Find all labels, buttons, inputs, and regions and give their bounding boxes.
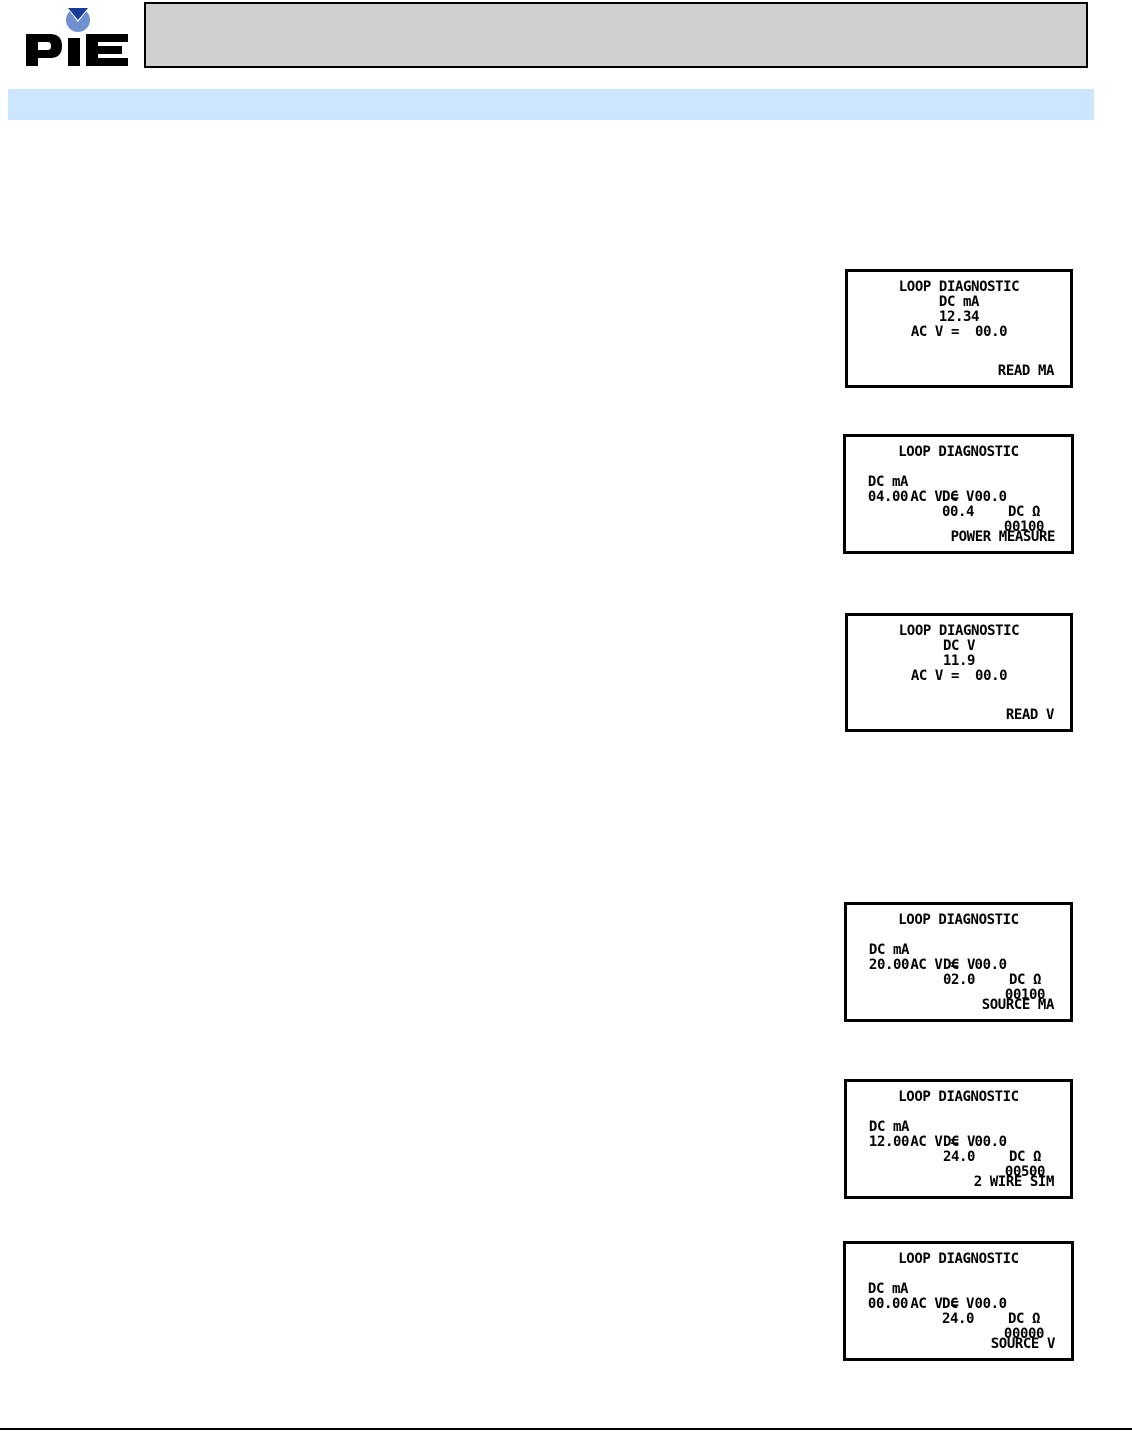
lcd-header-dc-ma: DC mA [867, 1281, 909, 1297]
lcd-mode: POWER MEASURE [950, 529, 1056, 545]
lcd-acv: AC V = 00.0 [910, 489, 1007, 505]
lcd-acv: AC V = 00.0 [910, 324, 1008, 340]
lcd-title: LOOP DIAGNOSTIC [898, 444, 1019, 460]
lcd-unit-label: DC mA [938, 294, 980, 310]
lcd-column-headers: DC mA DC V DC Ω [847, 928, 1070, 1003]
lcd-acv: AC V = 00.0 [910, 1134, 1007, 1150]
lcd-reading: 11.9 [942, 653, 976, 669]
logo-letter-p [26, 34, 62, 66]
lcd-title: LOOP DIAGNOSTIC [898, 912, 1019, 928]
lcd-header-dc-ohm: DC Ω [1007, 504, 1041, 520]
lcd-value-dc-ma: 00.00 [867, 1296, 909, 1312]
lcd-header-dc-ohm: DC Ω [1007, 1311, 1041, 1327]
lcd-column-values: 00.00 24.0 00000 [846, 1282, 1071, 1357]
lcd-header-dc-ma: DC mA [867, 474, 909, 490]
lcd-acv: AC V = 00.0 [910, 957, 1007, 973]
lcd-value-dc-v: 02.0 [942, 972, 976, 988]
lcd-header-dc-v: DC V [942, 1134, 976, 1150]
lcd-value-dc-ma: 20.00 [868, 957, 910, 973]
lcd-header-dc-ma: DC mA [868, 1119, 910, 1135]
lcd-screen-source-ma: LOOP DIAGNOSTIC DC mA DC V DC Ω 20.00 02… [844, 902, 1073, 1022]
lcd-acv: AC V = 00.0 [910, 668, 1008, 684]
lcd-value-dc-ma: 04.00 [867, 489, 909, 505]
lcd-mode: 2 WIRE SIM [973, 1174, 1055, 1190]
footer-rule [0, 1428, 1132, 1430]
lcd-title: LOOP DIAGNOSTIC [898, 1251, 1019, 1267]
lcd-value-dc-ohm: 00100 [1003, 519, 1045, 535]
pie-logo [22, 4, 132, 68]
lcd-value-dc-ohm: 00000 [1003, 1326, 1045, 1342]
logo-letter-e [86, 34, 128, 66]
lcd-reading: 12.34 [938, 309, 980, 325]
lcd-title: LOOP DIAGNOSTIC [898, 1089, 1019, 1105]
lcd-value-dc-v: 00.4 [941, 504, 975, 520]
lcd-mode: READ MA [997, 363, 1055, 379]
lcd-column-values: 12.00 24.0 00500 [847, 1120, 1070, 1195]
lcd-mode: SOURCE V [990, 1336, 1056, 1352]
logo-dot-top [68, 8, 88, 20]
lcd-acv: AC V = 00.0 [910, 1296, 1007, 1312]
lcd-mode: SOURCE MA [981, 997, 1055, 1013]
lcd-value-dc-v: 24.0 [941, 1311, 975, 1327]
lcd-value-dc-ohm: 00100 [1004, 987, 1046, 1003]
lcd-column-values: 04.00 00.4 00100 [846, 475, 1071, 550]
lcd-header-dc-v: DC V [941, 1296, 975, 1312]
lcd-title: LOOP DIAGNOSTIC [898, 279, 1020, 295]
lcd-header-dc-v: DC V [942, 957, 976, 973]
lcd-value-dc-ma: 12.00 [868, 1134, 910, 1150]
section-heading-band [8, 89, 1094, 120]
lcd-value-dc-ohm: 00500 [1004, 1164, 1046, 1180]
lcd-header-dc-ohm: DC Ω [1008, 972, 1042, 988]
lcd-screen-power-measure: LOOP DIAGNOSTIC DC mA DC V DC Ω 04.00 00… [843, 434, 1074, 554]
logo-letter-i [68, 38, 80, 66]
lcd-header-dc-ma: DC mA [868, 942, 910, 958]
lcd-mode: READ V [1005, 707, 1055, 723]
lcd-column-headers: DC mA DC V DC Ω [847, 1105, 1070, 1180]
lcd-column-values: 20.00 02.0 00100 [847, 943, 1070, 1018]
lcd-screen-2-wire-sim: LOOP DIAGNOSTIC DC mA DC V DC Ω 12.00 24… [844, 1079, 1073, 1199]
pie-logo-graphic [26, 4, 128, 66]
lcd-screen-source-v: LOOP DIAGNOSTIC DC mA DC V DC Ω 00.00 24… [843, 1241, 1074, 1361]
lcd-column-headers: DC mA DC V DC Ω [846, 1267, 1071, 1342]
lcd-column-headers: DC mA DC V DC Ω [846, 460, 1071, 535]
header-title-bar [144, 2, 1088, 68]
lcd-value-dc-v: 24.0 [942, 1149, 976, 1165]
lcd-header-dc-ohm: DC Ω [1008, 1149, 1042, 1165]
lcd-unit-label: DC V [942, 638, 976, 654]
lcd-screen-read-v: LOOP DIAGNOSTIC DC V 11.9 AC V = 00.0 RE… [845, 613, 1073, 732]
lcd-screen-read-ma: LOOP DIAGNOSTIC DC mA 12.34 AC V = 00.0 … [845, 269, 1073, 388]
lcd-header-dc-v: DC V [941, 489, 975, 505]
lcd-title: LOOP DIAGNOSTIC [898, 623, 1020, 639]
